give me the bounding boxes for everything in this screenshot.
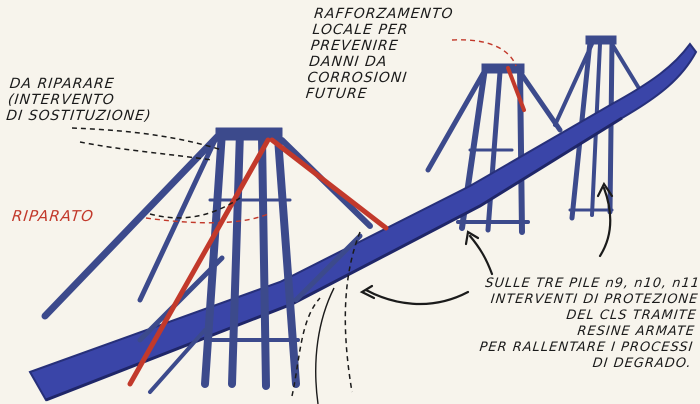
foreground-curve bbox=[315, 287, 335, 404]
leader-lines bbox=[71, 127, 361, 397]
front-pier bbox=[41, 127, 373, 394]
pier-arrows bbox=[359, 181, 614, 306]
middle-pier-red-stay bbox=[506, 66, 526, 112]
annotation-local-reinforcement: RAFFORZAMENTO LOCALE PER PREVENIRE DANNI… bbox=[304, 6, 455, 102]
annotation-three-piers: SULLE TRE PILE n9, n10, n11 INTERVENTI D… bbox=[478, 276, 700, 371]
front-pier-repaired-stays bbox=[127, 137, 389, 387]
bridge-deck bbox=[28, 42, 698, 402]
red-leader-lines bbox=[145, 39, 517, 224]
annotation-repaired: RIPARATO bbox=[11, 207, 95, 225]
annotation-to-repair: DA RIPARARE (INTERVENTO DI SOSTITUZIONE) bbox=[5, 76, 153, 124]
